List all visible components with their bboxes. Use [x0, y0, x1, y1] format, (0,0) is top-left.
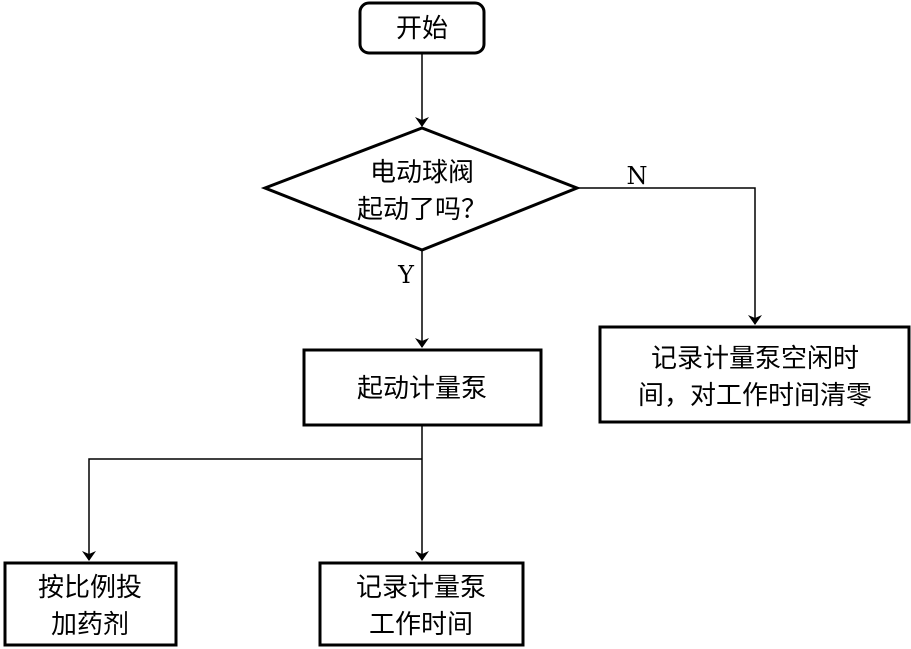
start-label: 开始 — [396, 14, 448, 44]
start-pump-label: 起动计量泵 — [357, 374, 487, 404]
edge-label-no: N — [627, 162, 648, 190]
dose-node: 按比例投 加药剂 — [3, 561, 178, 647]
record-idle-line-2: 间，对工作时间清零 — [638, 381, 872, 411]
dose-line-2: 加药剂 — [51, 610, 129, 640]
start-pump-node: 起动计量泵 — [302, 348, 543, 427]
record-idle-node: 记录计量泵空闲时 间，对工作时间清零 — [598, 325, 911, 424]
record-idle-line-1: 记录计量泵空闲时 — [651, 344, 859, 374]
edge-pump-to-dose — [82, 458, 422, 561]
decision-line-2: 起动了吗？ — [357, 195, 487, 225]
dose-line-1: 按比例投 — [38, 573, 142, 603]
record-work-node: 记录计量泵 工作时间 — [318, 561, 525, 647]
connectors — [82, 53, 762, 561]
start-node: 开始 — [358, 1, 486, 55]
record-work-line-1: 记录计量泵 — [356, 573, 486, 603]
edge-decision-no — [577, 187, 762, 325]
decision-line-1: 电动球阀 — [370, 158, 474, 188]
record-work-line-2: 工作时间 — [369, 610, 473, 640]
edge-label-yes: Y — [397, 261, 415, 289]
decision-node: 电动球阀 起动了吗？ — [260, 126, 582, 252]
